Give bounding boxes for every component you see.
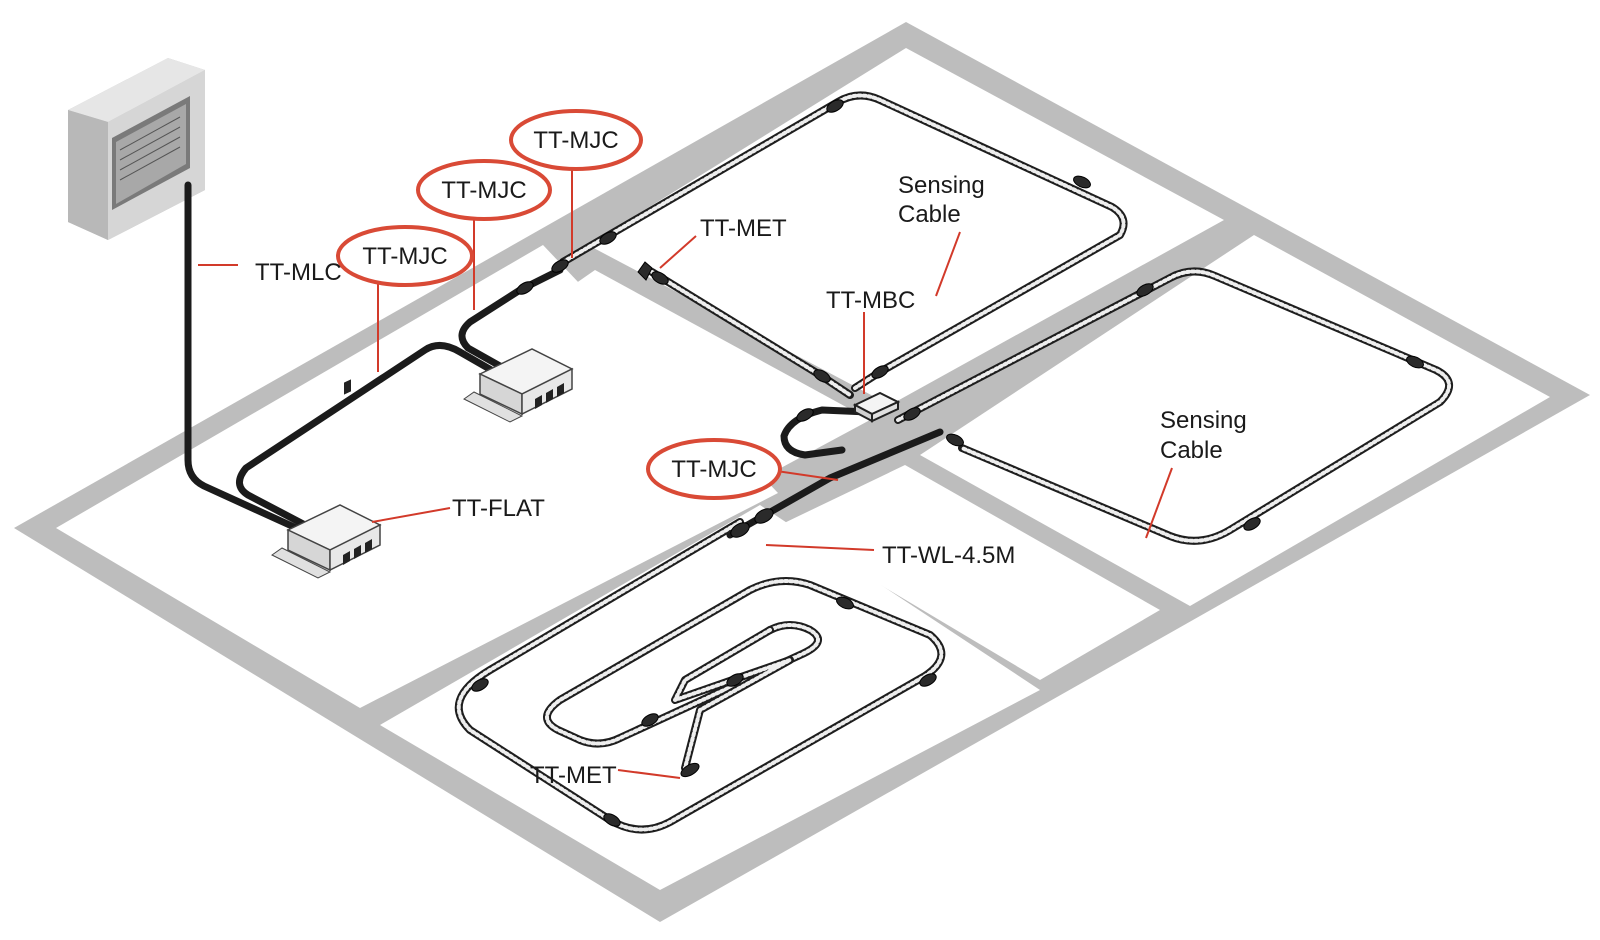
- leader-sensing-1: [935, 231, 961, 297]
- label-tt-mlc: TT-MLC: [255, 259, 342, 286]
- connector-7: [651, 271, 669, 285]
- label-sensing-1-line2: Cable: [898, 201, 961, 228]
- floor-grid: [14, 22, 1590, 922]
- label-sensing-2-line1: Sensing: [1160, 407, 1247, 434]
- end-terminal-top: [637, 261, 653, 281]
- ring-tt-mjc-2: [416, 159, 552, 221]
- label-tt-met-2: TT-MET: [530, 762, 617, 789]
- label-tt-flat: TT-FLAT: [452, 495, 545, 522]
- connector-22: [726, 673, 744, 687]
- connector-19: [919, 673, 937, 687]
- leader-tt-met-1: [659, 235, 697, 269]
- connector-20: [836, 596, 854, 610]
- end-terminal-bottom: [680, 762, 700, 778]
- callout-rings: [336, 109, 782, 500]
- label-tt-mjc-2: TT-MJC: [441, 177, 526, 204]
- connector-8: [813, 369, 831, 383]
- label-tt-mjc-3: TT-MJC: [533, 127, 618, 154]
- sensing-cables: [454, 91, 1453, 834]
- leader-tt-met-2: [617, 769, 681, 779]
- leader-sensing-2: [1145, 467, 1173, 539]
- connector-5: [1073, 175, 1091, 189]
- connector-13: [946, 433, 964, 447]
- connectors: [471, 99, 1424, 827]
- connector-15: [730, 522, 750, 538]
- connector-6: [871, 365, 889, 379]
- connector-16: [754, 508, 774, 524]
- connector-11: [1406, 355, 1424, 369]
- connector-21: [641, 713, 659, 727]
- connector-10: [1136, 283, 1154, 297]
- floor-area-right: [920, 235, 1550, 606]
- flat-device-2: [463, 348, 574, 423]
- control-panel: [68, 58, 205, 240]
- label-tt-met-1: TT-MET: [700, 215, 787, 242]
- connector-2: [551, 259, 569, 273]
- flat-device-1: [271, 379, 382, 579]
- label-tt-mbc: TT-MBC: [826, 287, 915, 314]
- label-tt-wl: TT-WL-4.5M: [882, 542, 1015, 569]
- label-sensing-2-line2: Cable: [1160, 437, 1223, 464]
- leader-tt-flat: [371, 507, 451, 523]
- mlc-cable: [184, 181, 309, 536]
- label-tt-mjc-4: TT-MJC: [671, 456, 756, 483]
- hub-to-mjc-cable: [458, 266, 564, 370]
- leader-tt-wl: [765, 544, 875, 551]
- ring-tt-mjc-3: [509, 109, 643, 171]
- floor-area-middle: [780, 465, 1160, 680]
- connector-4: [826, 99, 844, 113]
- connector-1: [516, 281, 534, 295]
- connector-9: [903, 407, 921, 421]
- connector-14: [796, 408, 814, 422]
- connector-3: [599, 231, 617, 245]
- flat-to-hub-cable: [236, 342, 504, 529]
- connector-18: [603, 813, 621, 827]
- floor-area-top: [588, 48, 1224, 405]
- floor-area-center: [480, 270, 870, 490]
- labels: TT-MLC TT-MJC TT-MJC TT-MJC TT-MJC TT-ME…: [255, 127, 1247, 789]
- ring-tt-mjc-1: [336, 225, 474, 287]
- connector-17: [471, 678, 489, 692]
- ring-tt-mjc-4: [646, 438, 782, 500]
- floor-outer-frame: [14, 22, 1590, 922]
- label-tt-mjc-1: TT-MJC: [362, 243, 447, 270]
- mbc-box: [852, 391, 901, 423]
- label-sensing-1-line1: Sensing: [898, 172, 985, 199]
- connector-12: [1243, 517, 1261, 531]
